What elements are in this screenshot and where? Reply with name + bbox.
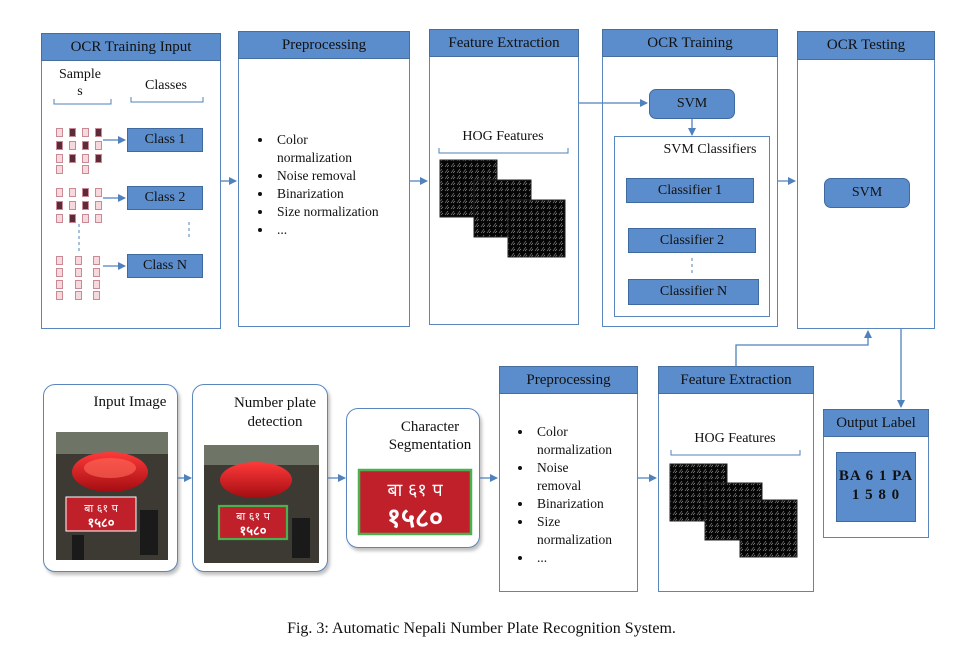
preprocessing-item: Size normalization [273, 203, 406, 221]
segmented-plate [357, 468, 473, 536]
plate-text-top-segmented: बा ६१ प [387, 480, 443, 501]
preprocessing-item: ... [273, 221, 406, 239]
input-image-title: Input Image [93, 394, 167, 410]
svm-classifiers-title: SVM Classifiers [663, 142, 757, 157]
motorbike-photo-input [56, 432, 168, 560]
preprocessing-bottom-panel [499, 366, 638, 592]
ocr-testing-header: OCR Testing [797, 31, 935, 60]
plate-text-top-detection: बा ६१ प [236, 510, 271, 523]
output-label-header: Output Label [823, 409, 929, 437]
class-1-box: Class 1 [127, 128, 203, 152]
classifier-n-box: Classifier N [628, 279, 759, 305]
hog-features-label-bottom: HOG Features [694, 431, 776, 446]
hog-tile [507, 199, 566, 258]
class-n-box: Class N [127, 254, 203, 278]
hog-bracket-bottom [670, 450, 801, 456]
hog-tile [739, 499, 798, 558]
preprocessing-bottom-header: Preprocessing [499, 366, 638, 394]
classes-bracket [130, 97, 204, 103]
preprocessing-item: Binarization [273, 185, 406, 203]
preprocessing-top-header: Preprocessing [238, 31, 410, 59]
plate-text-bottom-detection: १५८० [239, 524, 266, 539]
sample-thumbnails-group-1 [56, 128, 102, 174]
preprocessing-item: ... [533, 549, 634, 567]
hog-features-label-top: HOG Features [462, 129, 544, 144]
plate-text-top-input: बा ६१ प [84, 502, 119, 515]
ocr-training-header: OCR Training [602, 29, 778, 57]
svm-testing-box: SVM [824, 178, 910, 208]
hog-bracket-top [438, 148, 569, 154]
ocr-training-input-header: OCR Training Input [41, 33, 221, 61]
feature-extraction-top-header: Feature Extraction [429, 29, 579, 57]
segmentation-title: Character Segmentation [388, 419, 472, 453]
motorbike-photo-detection [204, 445, 319, 563]
output-label-line-1: BA 6 1 PA [838, 468, 914, 484]
classifier-2-box: Classifier 2 [628, 228, 756, 253]
plate-text-bottom-input: १५८० [87, 516, 114, 531]
figure-caption: Fig. 3: Automatic Nepali Number Plate Re… [287, 620, 676, 637]
output-label-line-2: 1 5 8 0 [851, 487, 901, 503]
preprocessing-item: Binarization [533, 495, 634, 513]
plate-detection-title: Number plate detection [233, 395, 317, 430]
preprocessing-item: Noise removal [273, 167, 406, 185]
samples-label: Sample s [59, 67, 101, 99]
samples-bracket [53, 99, 112, 105]
arrow-feature-extraction-to-testing [735, 330, 872, 366]
classifier-1-box: Classifier 1 [626, 178, 754, 203]
plate-text-bottom-segmented: १५८० [387, 503, 443, 534]
class-2-box: Class 2 [127, 186, 203, 210]
feature-extraction-bottom-header: Feature Extraction [658, 366, 814, 394]
sample-thumbnails-group-n [56, 256, 102, 300]
preprocessing-top-panel [238, 31, 410, 327]
sample-thumbnails-group-2 [56, 188, 102, 234]
svm-training-box: SVM [649, 89, 735, 119]
classes-label: Classes [145, 78, 187, 93]
ocr-training-input-panel [41, 33, 221, 329]
output-label-value-box: BA 6 1 PA 1 5 8 0 [836, 452, 916, 522]
